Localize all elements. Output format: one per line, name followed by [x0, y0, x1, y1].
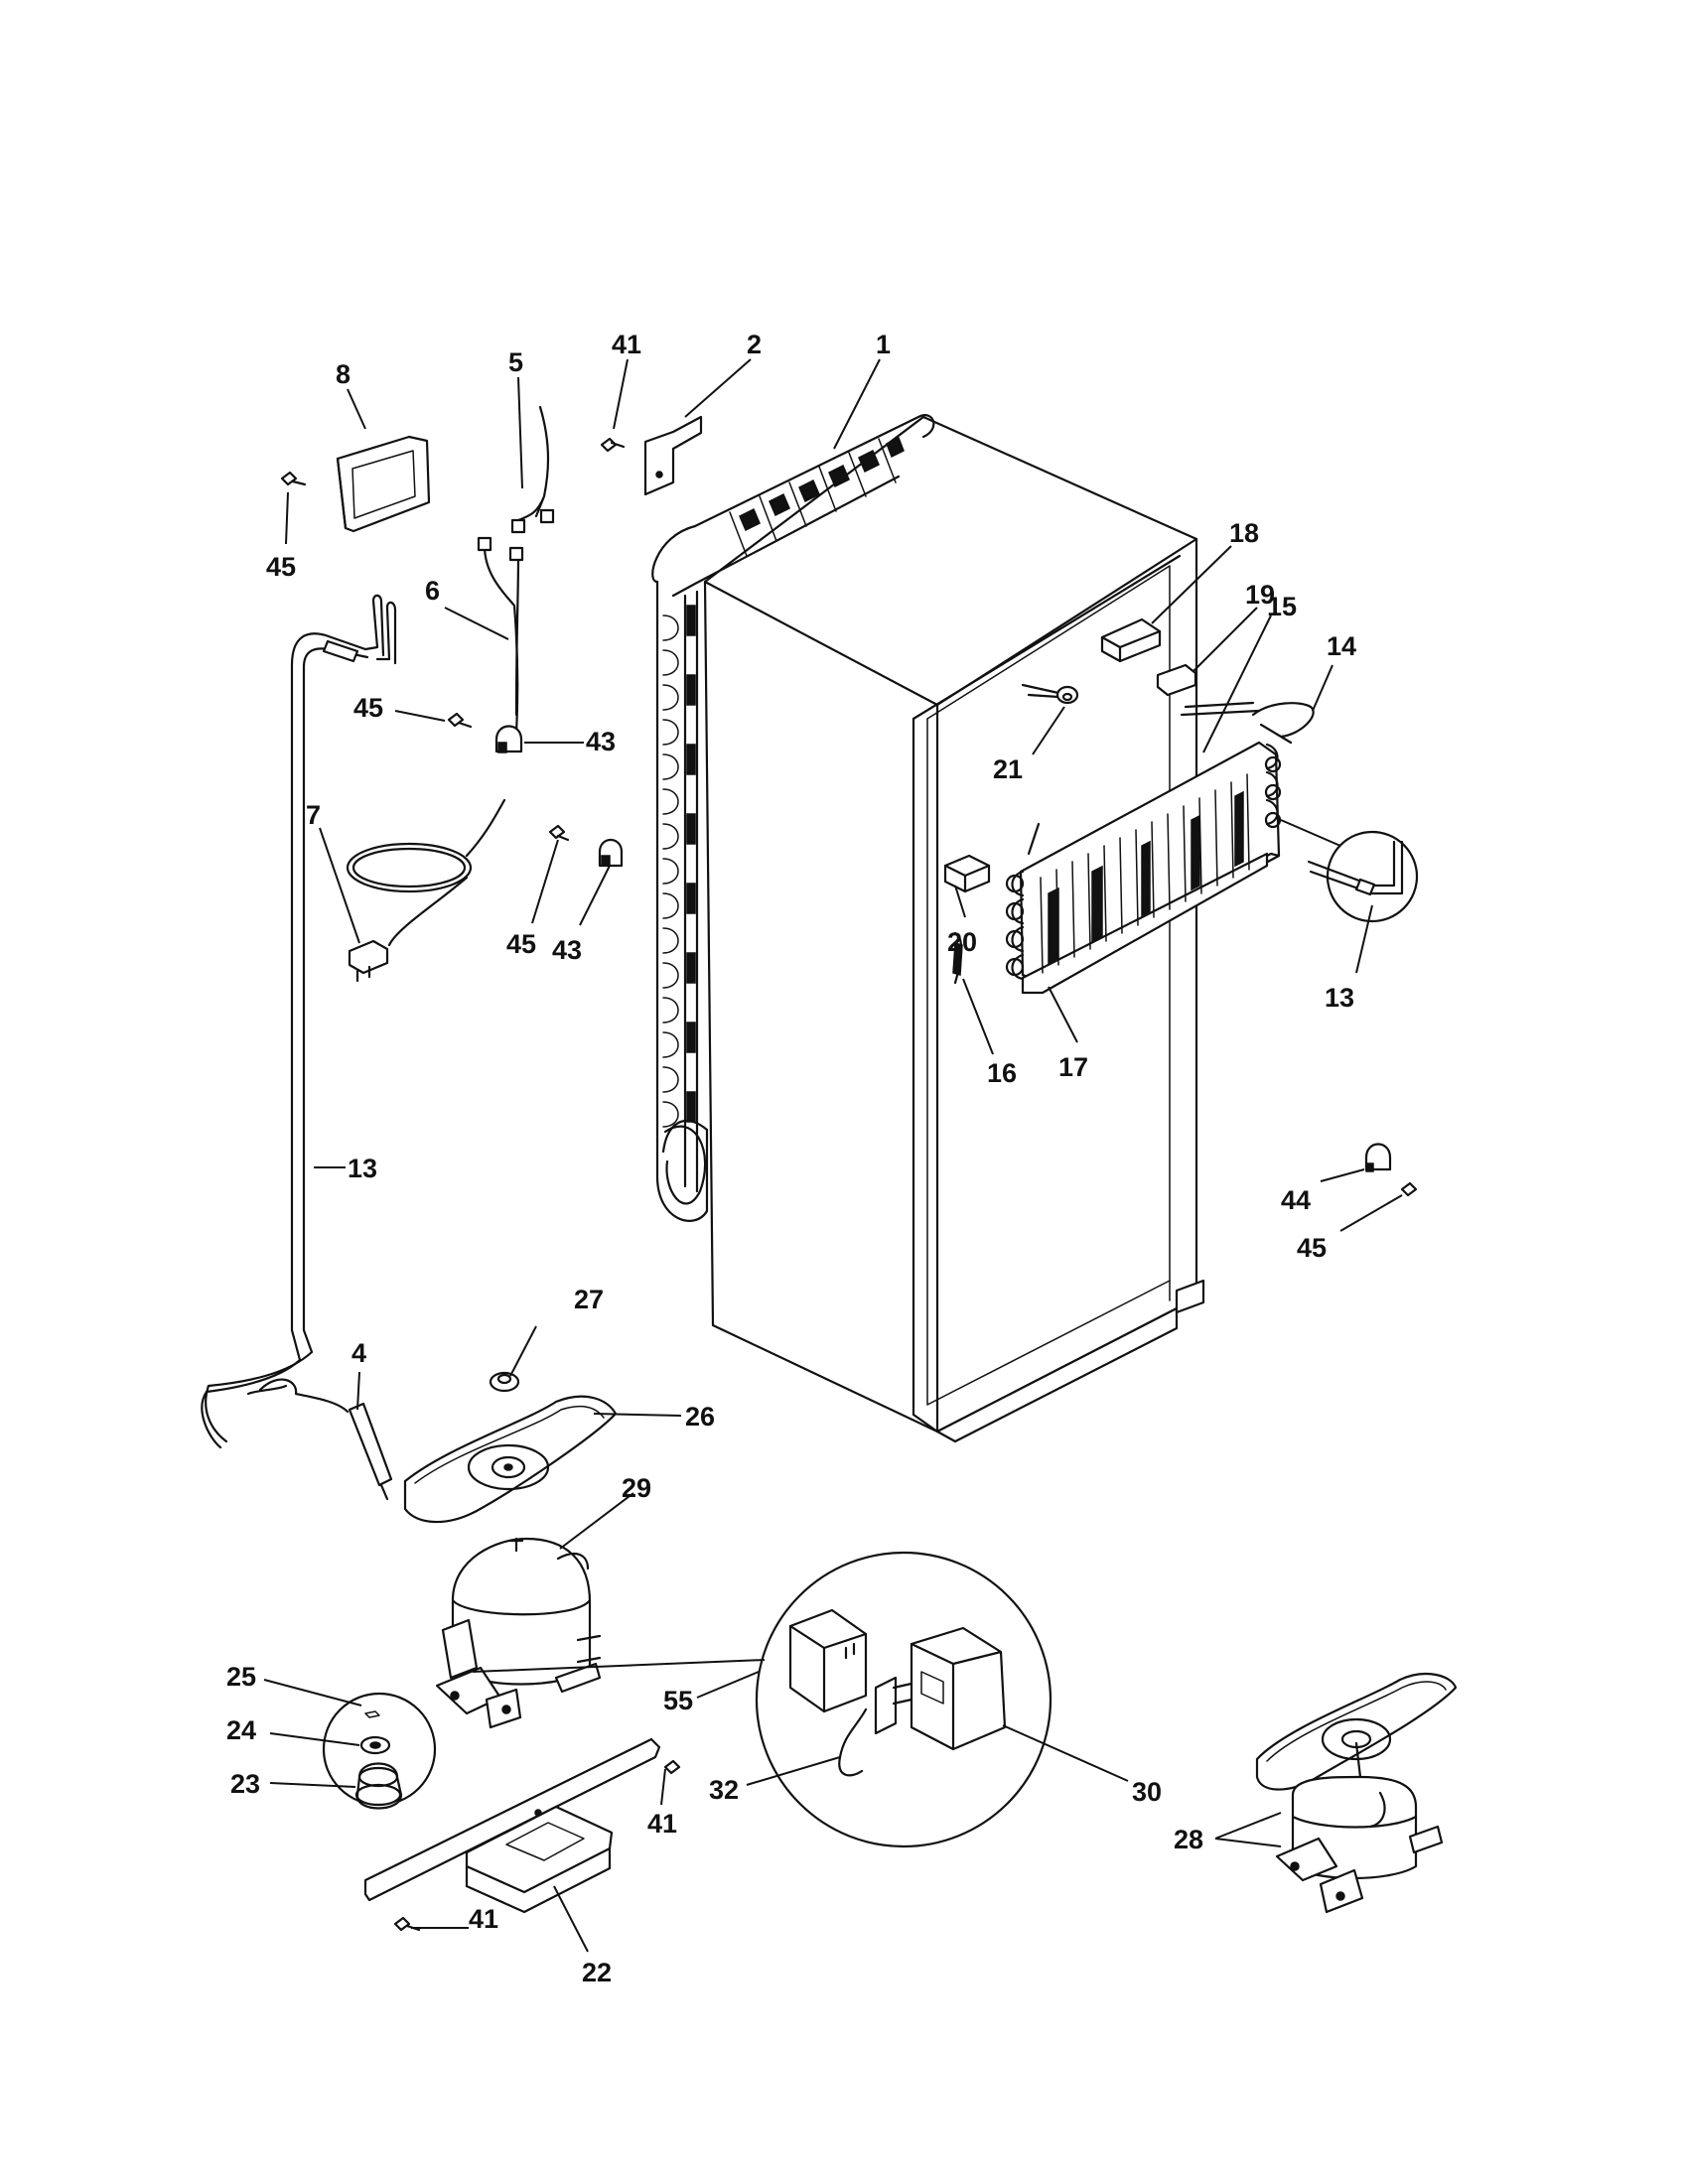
callout-4: 4 — [351, 1338, 366, 1368]
screw-45-a — [280, 471, 307, 486]
power-cord-7 — [346, 798, 506, 983]
callout-27: 27 — [574, 1285, 604, 1314]
screw-45-c — [548, 824, 570, 842]
compressor-29 — [435, 1537, 602, 1729]
callout-55: 55 — [663, 1686, 693, 1715]
probe-4 — [258, 1378, 393, 1501]
wire-harness-5 — [510, 405, 555, 534]
callout-45-d: 45 — [1297, 1233, 1327, 1263]
grommet-detail — [322, 1692, 437, 1810]
tubing-13-left — [201, 594, 397, 1449]
clip-44 — [1364, 1143, 1392, 1172]
callout-15: 15 — [1267, 592, 1297, 621]
part-20 — [943, 854, 991, 893]
wire-harness-6 — [477, 536, 524, 737]
callout-20: 20 — [947, 927, 977, 957]
tubing-13-detail — [1280, 819, 1419, 923]
refrigerator-cabinet — [703, 415, 1205, 1443]
callout-41-right: 41 — [647, 1809, 677, 1839]
screw-45-b — [447, 712, 473, 729]
callout-1: 1 — [876, 330, 891, 359]
callout-16: 16 — [987, 1058, 1017, 1088]
callout-29: 29 — [622, 1473, 651, 1503]
callout-17: 17 — [1058, 1052, 1088, 1082]
clip-43-a — [494, 725, 523, 753]
callout-13-left: 13 — [348, 1154, 377, 1183]
compressor-assembly-28 — [1255, 1672, 1458, 1914]
callout-30: 30 — [1132, 1777, 1162, 1807]
callout-28: 28 — [1174, 1825, 1203, 1854]
bracket-2 — [643, 415, 703, 496]
part-16 — [952, 931, 963, 985]
callout-41-top: 41 — [612, 330, 641, 359]
callout-44: 44 — [1281, 1185, 1311, 1215]
callout-45-a: 45 — [266, 552, 296, 582]
nut-27 — [489, 1371, 520, 1393]
screw-41-right — [663, 1759, 681, 1775]
callout-2: 2 — [747, 330, 762, 359]
callout-21: 21 — [993, 754, 1023, 784]
callout-18: 18 — [1229, 518, 1259, 548]
relay-detail — [472, 1551, 1052, 1848]
callout-23: 23 — [230, 1769, 260, 1799]
part-19 — [1156, 663, 1197, 697]
callout-8: 8 — [336, 359, 351, 389]
callout-26: 26 — [685, 1402, 715, 1432]
callout-13-right: 13 — [1325, 983, 1354, 1013]
callout-43-b: 43 — [552, 935, 582, 965]
evaporator — [1005, 741, 1282, 995]
callout-45-b: 45 — [353, 693, 383, 723]
callout-14: 14 — [1327, 631, 1356, 661]
callout-5: 5 — [508, 347, 523, 377]
callout-45-c: 45 — [506, 929, 536, 959]
screw-45-d — [1400, 1181, 1418, 1197]
drain-pan-26 — [403, 1395, 618, 1524]
callout-22: 22 — [582, 1958, 612, 1987]
base-plate-22 — [363, 1737, 661, 1914]
screw-41-top — [600, 437, 626, 453]
callout-19: 19 — [1245, 580, 1275, 610]
leader-lines — [263, 358, 1403, 1953]
callout-24: 24 — [226, 1715, 256, 1745]
part-18 — [1100, 617, 1162, 663]
part-21 — [1021, 683, 1079, 705]
callout-25: 25 — [226, 1662, 256, 1692]
callout-7: 7 — [306, 800, 321, 830]
callout-41-bottom: 41 — [469, 1904, 498, 1934]
callout-6: 6 — [425, 576, 440, 606]
heater-14 — [1180, 701, 1315, 745]
condenser-coil — [651, 414, 935, 1222]
callout-32: 32 — [709, 1775, 739, 1805]
clip-43-b — [598, 838, 624, 868]
cover-8 — [336, 435, 431, 533]
callout-43-a: 43 — [586, 727, 616, 756]
callouts: 1 2 41 5 8 45 6 45 43 7 45 43 18 19 15 1… — [226, 330, 1356, 1987]
